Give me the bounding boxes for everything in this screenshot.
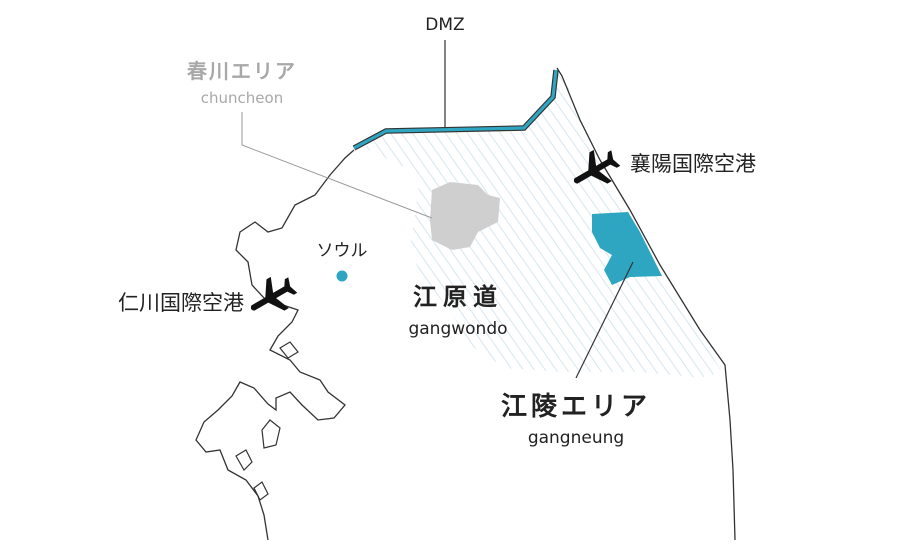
gangneung-area — [592, 212, 662, 285]
chuncheon-area — [430, 182, 500, 250]
gangwon-label: 江原道 — [413, 283, 503, 311]
airplane-icon — [250, 276, 298, 311]
island — [235, 449, 253, 471]
island — [261, 419, 281, 449]
dmz-label: DMZ — [425, 15, 464, 35]
coastline — [195, 149, 355, 541]
dmz-line-accent — [353, 69, 558, 150]
chuncheon-leader — [241, 112, 433, 219]
gangneung-label: 江陵エリア — [501, 392, 651, 422]
incheon-airport-label: 仁川国際空港 — [118, 291, 244, 315]
seoul-label: ソウル — [317, 241, 368, 261]
yangyang-airport-label: 襄陽国際空港 — [630, 152, 756, 176]
island — [253, 481, 269, 501]
chuncheon-label: 春川エリア — [186, 59, 297, 83]
island — [279, 341, 299, 359]
gangwon-sublabel: gangwondo — [408, 319, 507, 339]
gangneung-leader — [575, 261, 634, 379]
gangwon-region — [365, 70, 722, 378]
gangneung-sublabel: gangneung — [528, 428, 624, 448]
chuncheon-sublabel: chuncheon — [201, 89, 283, 107]
seoul-marker — [336, 270, 348, 282]
airplane-icon — [573, 149, 621, 184]
coastline-east — [556, 67, 736, 541]
